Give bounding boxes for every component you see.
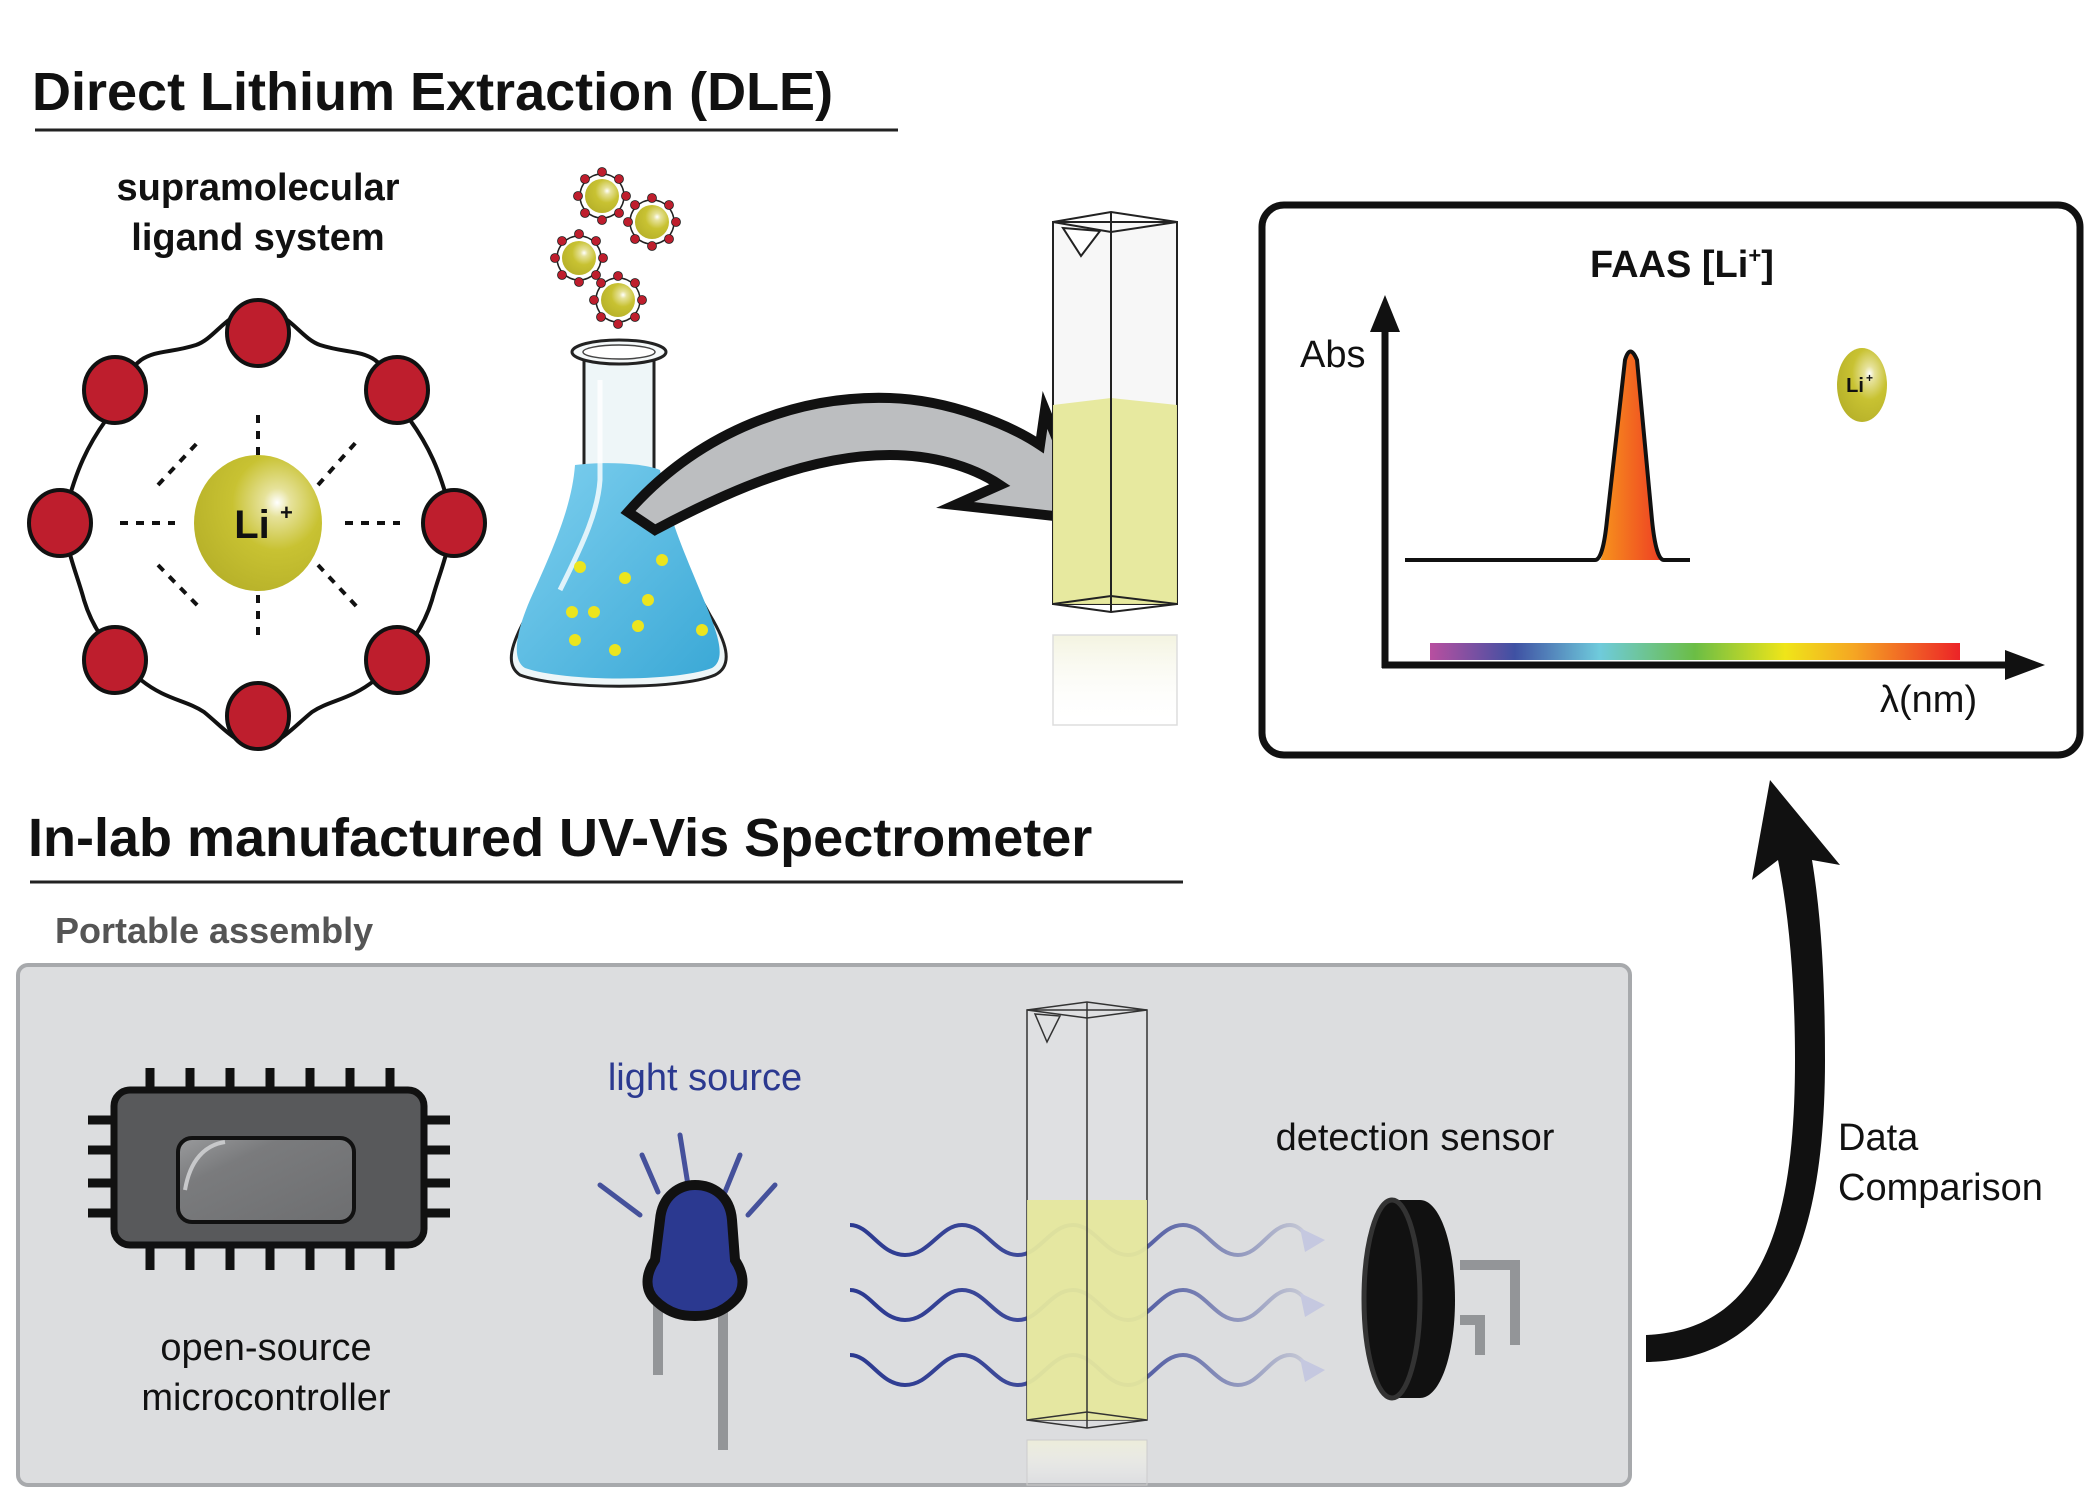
coordination-bonds	[120, 415, 400, 640]
donor-atom	[82, 355, 148, 425]
sample-cuvette-icon	[1026, 1001, 1148, 1486]
donor-atom	[225, 681, 291, 751]
data-comparison-arrow: Data Comparison	[1646, 780, 2043, 1362]
uvvis-section: In-lab manufactured UV-Vis Spectrometer …	[16, 808, 1632, 1487]
complex-icon	[588, 270, 648, 330]
microcontroller-label-line1: open-source	[160, 1327, 371, 1369]
donor-atom	[27, 488, 93, 558]
light-source-label: light source	[608, 1057, 802, 1099]
absorption-peak-fill	[1600, 351, 1660, 560]
absorption-spectrum-line	[1405, 349, 1690, 562]
y-axis-label: Abs	[1300, 334, 1365, 376]
beam-arrowhead	[1300, 1293, 1325, 1317]
complex-icon	[572, 166, 632, 226]
led-light-source-icon	[597, 1132, 778, 1450]
y-axis-arrowhead	[1370, 295, 1400, 332]
detection-sensor-label: detection sensor	[1276, 1117, 1555, 1159]
detection-sensor-icon	[1361, 1197, 1520, 1401]
chart-title: FAAS [Li+]	[1590, 243, 1774, 286]
ligand-ring-diagram: Li +	[27, 298, 487, 751]
faas-chart-panel: FAAS [Li+] Abs λ(nm) Li +	[1258, 201, 2084, 759]
cuvette-icon	[1052, 210, 1178, 726]
marker-ion-label: Li	[1846, 375, 1864, 397]
lithium-ion-charge: +	[280, 500, 293, 525]
donor-atom	[364, 355, 430, 425]
ligand-label-line1: supramolecular	[117, 167, 400, 209]
donor-atom	[225, 298, 291, 368]
beam-arrowhead	[1300, 1358, 1325, 1382]
beam-arrowhead	[1300, 1228, 1325, 1252]
complex-icon	[622, 192, 682, 252]
microcontroller-label-line2: microcontroller	[141, 1377, 391, 1419]
donor-atom	[82, 625, 148, 695]
x-axis-label: λ(nm)	[1880, 679, 1977, 721]
ligand-label-line2: ligand system	[131, 217, 384, 259]
data-comparison-arrow-icon	[1646, 780, 1840, 1362]
x-axis-arrowhead	[2005, 650, 2045, 680]
data-comparison-label-line2: Comparison	[1838, 1167, 2043, 1209]
donor-atom	[364, 625, 430, 695]
donor-atom	[421, 488, 487, 558]
dle-section: Direct Lithium Extraction (DLE) supramol…	[27, 62, 1178, 751]
spectrum-bar	[1430, 643, 1960, 660]
ligand-donor-atoms	[27, 298, 487, 751]
transfer-arrow-icon	[620, 391, 1098, 536]
lithium-ion-label: Li	[234, 503, 270, 547]
lithium-ion	[194, 455, 322, 591]
uvvis-title: In-lab manufactured UV-Vis Spectrometer	[28, 808, 1092, 868]
floating-complexes	[549, 166, 682, 330]
complex-icon	[549, 228, 609, 288]
lithium-ion-marker	[1837, 348, 1887, 422]
data-comparison-label-line1: Data	[1838, 1117, 1919, 1159]
microcontroller-chip-icon	[88, 1068, 450, 1270]
marker-ion-charge: +	[1866, 371, 1873, 385]
faas-panel-frame	[1258, 201, 2084, 759]
portable-assembly-label: Portable assembly	[55, 910, 373, 951]
dissolved-particles	[566, 554, 708, 656]
dle-title: Direct Lithium Extraction (DLE)	[32, 62, 833, 122]
